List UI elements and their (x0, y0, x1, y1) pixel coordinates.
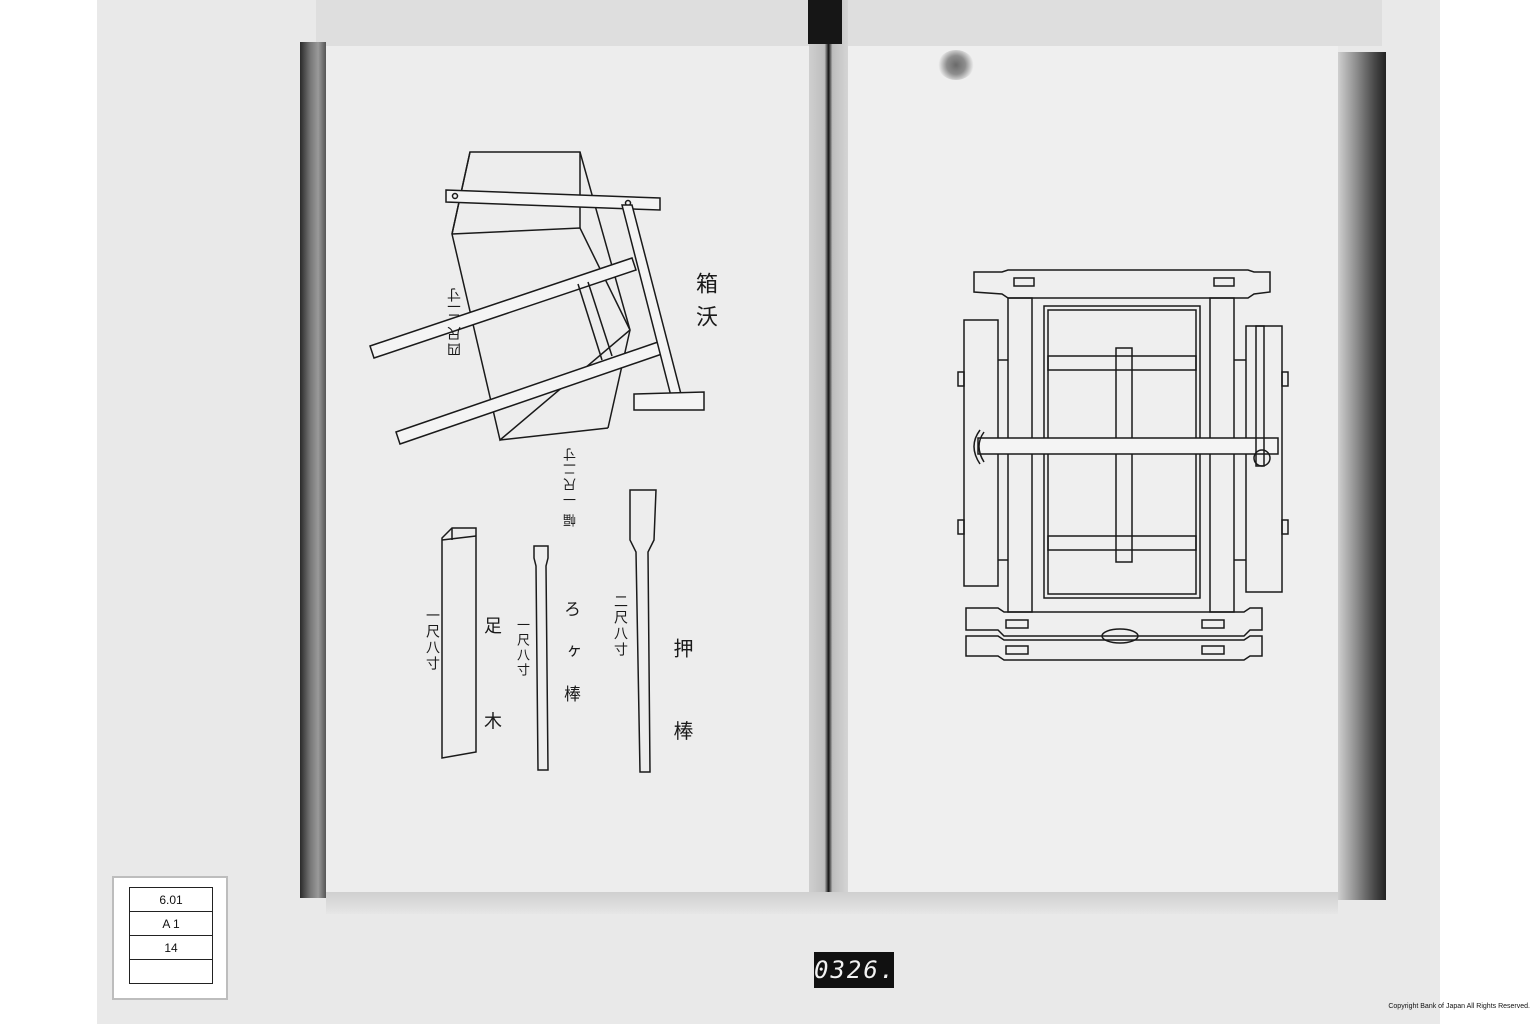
thin-bar-drawing (533, 545, 549, 771)
left-page-stack-edge (300, 42, 326, 898)
right-page-stack-edge (1338, 52, 1386, 900)
book-top-edge (316, 0, 1382, 46)
copyright-notice: Copyright Bank of Japan All Rights Reser… (1388, 1003, 1530, 1010)
catalog-cell: 14 (129, 935, 213, 960)
box-side-dimension: 四尺 二寸 (447, 286, 463, 357)
push-bar-dimension: 二尺八寸 (612, 594, 628, 658)
push-bar-drawing (629, 489, 657, 773)
left-page (326, 46, 809, 892)
frame-counter: 0326. (814, 952, 894, 988)
catalog-card: 6.01 A 1 14 (112, 876, 228, 1000)
box-width-dimension: 幅 一尺二寸 (564, 446, 579, 528)
push-bar-label: 押 棒 (670, 638, 694, 769)
catalog-cell: A 1 (129, 911, 213, 936)
carrying-poles (369, 189, 705, 445)
catalog-cell (129, 959, 213, 984)
box-title-label: 箱 沃 (692, 272, 717, 329)
foot-wood-dimension: 一尺八寸 (424, 608, 440, 672)
bookmark-ribbon (808, 0, 842, 44)
thin-bar-dimension: 一尺八寸 (514, 618, 529, 678)
thin-bar-label: ろ ヶ 棒 (560, 600, 580, 712)
cart-frame (957, 269, 1289, 661)
foot-wood-label: 足 木 (481, 616, 502, 766)
catalog-table: 6.01 A 1 14 (129, 887, 213, 984)
right-page (848, 46, 1338, 896)
foot-wood-drawing (441, 527, 477, 759)
catalog-cell: 6.01 (129, 887, 213, 912)
book-gutter (809, 0, 848, 898)
ink-smudge (938, 50, 974, 80)
book-bottom-shadow (326, 892, 1338, 914)
